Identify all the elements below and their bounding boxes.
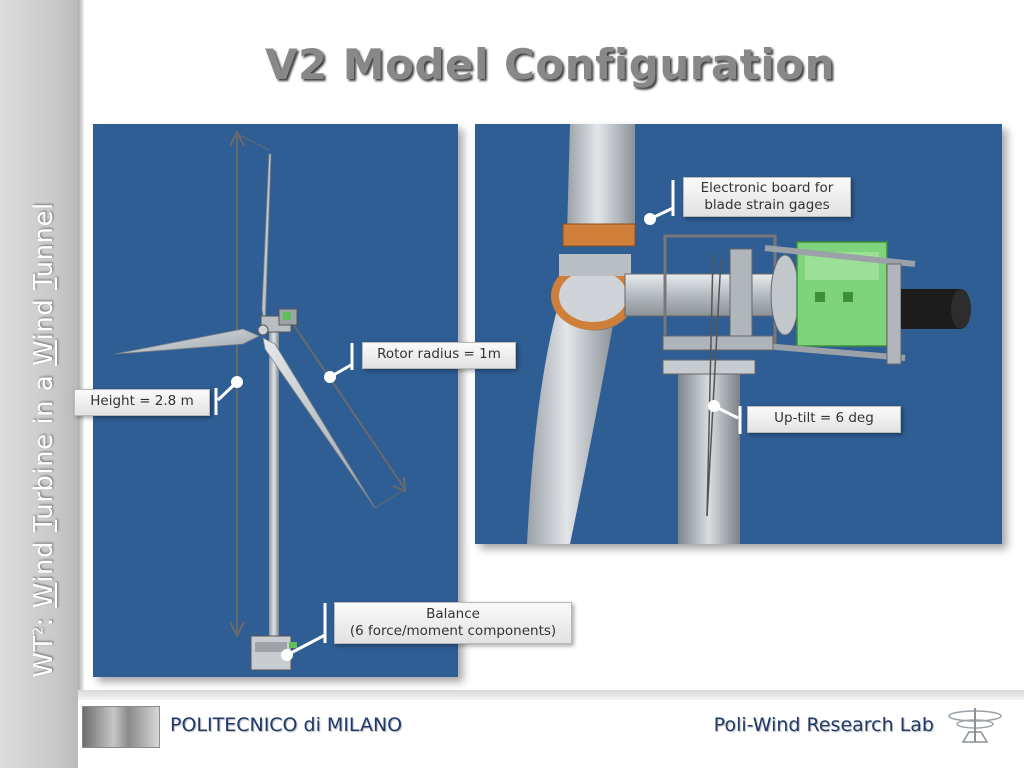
footer-bar	[78, 700, 1024, 768]
rotor-radius-callout: Rotor radius = 1m	[362, 342, 516, 369]
balance-callout-line1: Balance	[426, 606, 480, 622]
lab-logo-icon	[948, 708, 1002, 743]
footer-lab-name: Poli-Wind Research Lab	[713, 714, 934, 736]
electronic-board-callout-line1: Electronic board for	[700, 180, 834, 196]
footer-divider	[78, 690, 1024, 700]
slide-title: V2 Model Configuration	[264, 40, 836, 89]
height-callout: Height = 2.8 m	[74, 389, 210, 416]
uptilt-callout: Up-tilt = 6 deg	[747, 406, 901, 433]
university-building-photo	[82, 706, 160, 748]
turbine-overview-drawing	[114, 129, 407, 671]
sidebar-edge	[78, 0, 84, 690]
nacelle-detail-drawing	[527, 124, 971, 544]
turbine-overview-image	[93, 124, 458, 677]
sidebar-title: WT2: Wind Turbine in a Wind Tunnel	[29, 202, 59, 678]
balance-callout: Balance (6 force/moment components)	[334, 602, 572, 644]
electronic-board-callout: Electronic board for blade strain gages	[683, 177, 851, 217]
balance-callout-line2: (6 force/moment components)	[349, 623, 557, 639]
electronic-board-callout-line2: blade strain gages	[704, 197, 830, 213]
sidebar-band	[0, 0, 78, 768]
footer-university-name: POLITECNICO di MILANO	[170, 714, 403, 736]
